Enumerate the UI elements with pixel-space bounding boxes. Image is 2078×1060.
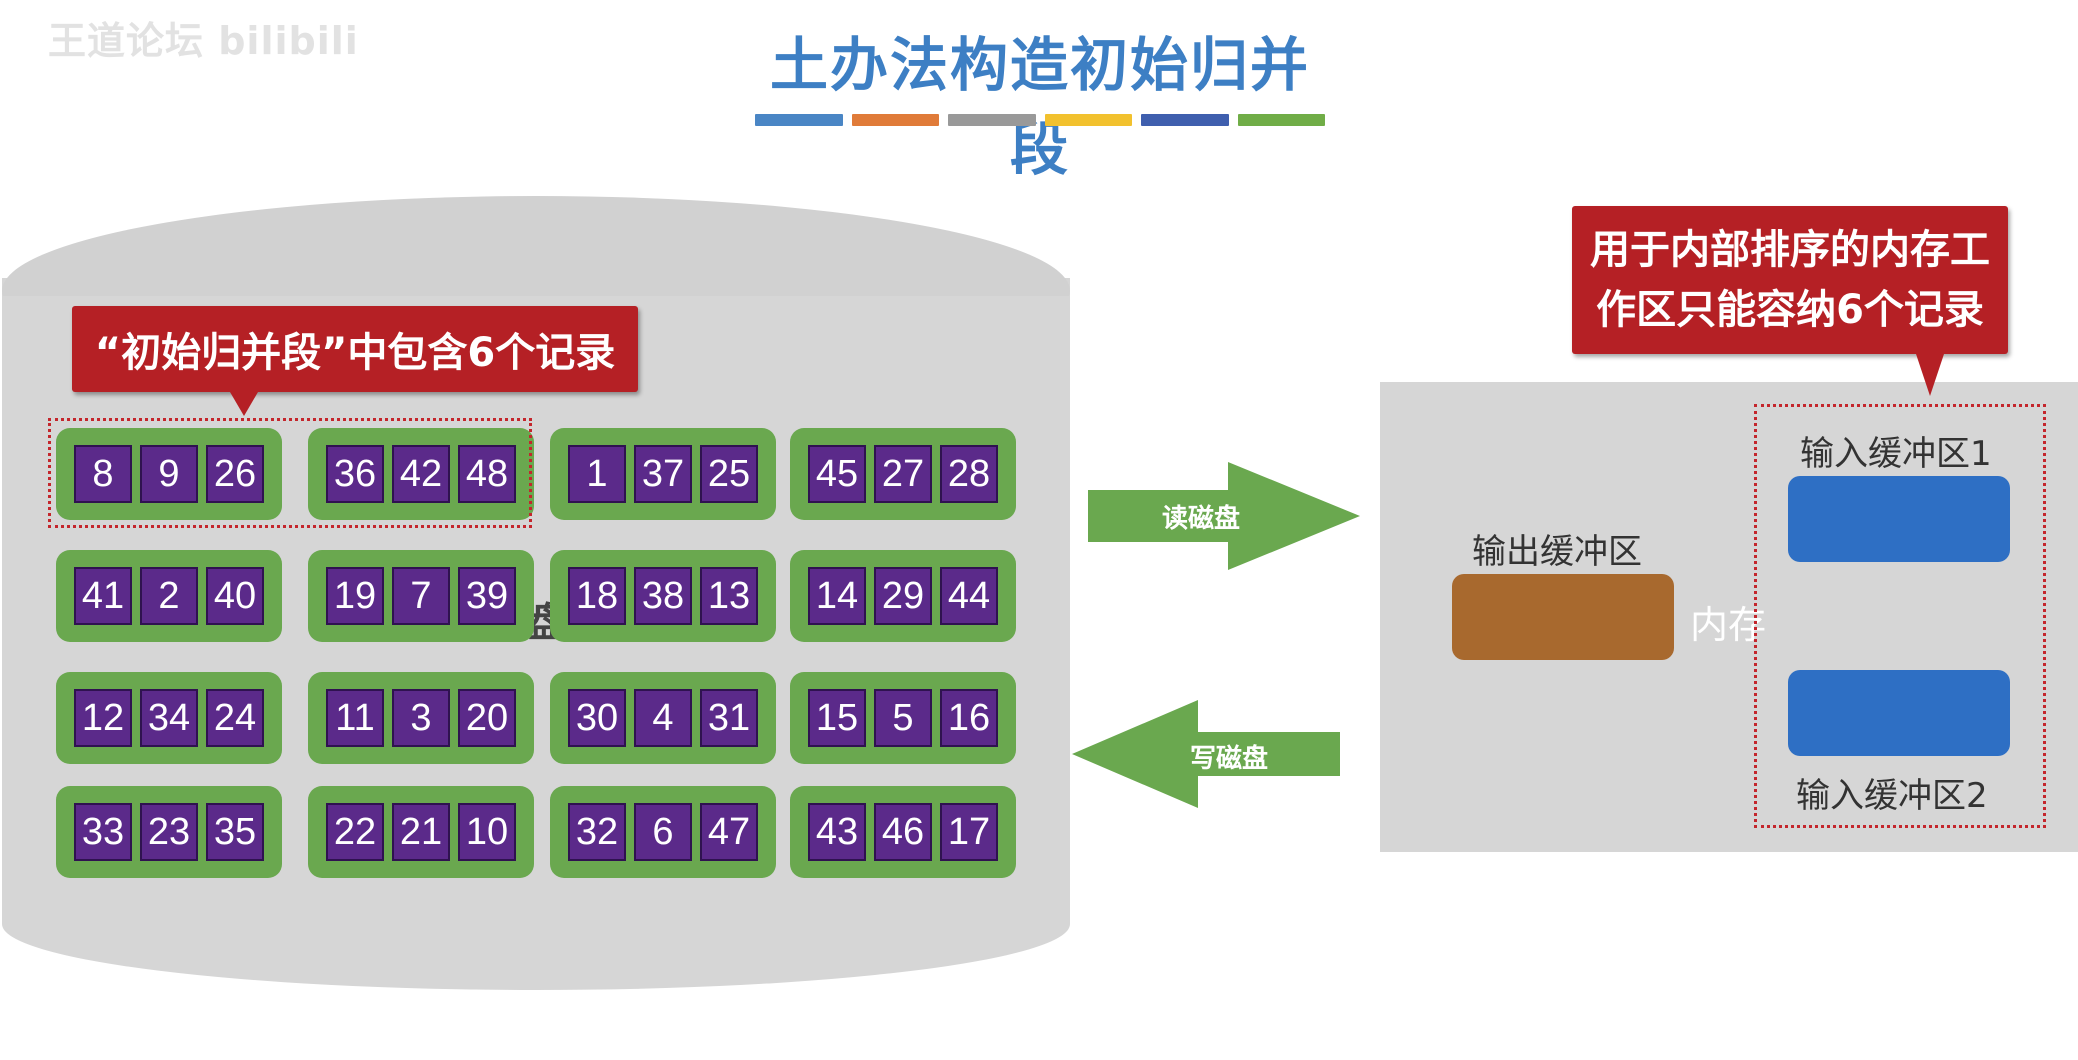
record-cell: 35 (206, 803, 264, 861)
record-cell: 15 (808, 689, 866, 747)
record-cell: 43 (808, 803, 866, 861)
record-cell: 23 (140, 803, 198, 861)
record-cell: 18 (568, 567, 626, 625)
callout-tail (1916, 354, 1944, 396)
read-arrow-shape (1088, 462, 1360, 570)
record-cell: 4 (634, 689, 692, 747)
record-cell: 17 (940, 803, 998, 861)
record-cell: 38 (634, 567, 692, 625)
record-cell: 30 (568, 689, 626, 747)
output-buffer-label: 输出缓冲区 (1472, 532, 1642, 572)
record-cell: 34 (140, 689, 198, 747)
record-cell: 10 (458, 803, 516, 861)
memory-label: 内存 (1690, 603, 1767, 647)
memory-callout: 用于内部排序的内存工 作区只能容纳6个记录 (1572, 206, 2008, 396)
record-cell: 37 (634, 445, 692, 503)
record-cell: 31 (700, 689, 758, 747)
record-cell: 12 (74, 689, 132, 747)
title-underline (755, 114, 1325, 126)
write-arrow-shape (1072, 700, 1340, 808)
segment-callout: “初始归并段”中包含6个记录 (72, 306, 638, 416)
watermark: 王道论坛 bilibili (48, 19, 359, 63)
record-cell: 13 (700, 567, 758, 625)
write-disk-label: 写磁盘 (1190, 744, 1269, 774)
input-buffer-2 (1788, 670, 2010, 756)
read-disk-arrow (1088, 462, 1360, 570)
input-buffer-1-label: 输入缓冲区1 (1800, 434, 1992, 474)
record-cell: 7 (392, 567, 450, 625)
write-disk-arrow (1072, 700, 1340, 808)
record-cell: 2 (140, 567, 198, 625)
record-cell: 21 (392, 803, 450, 861)
record-cell: 14 (808, 567, 866, 625)
record-cell: 29 (874, 567, 932, 625)
input-buffer-1 (1788, 476, 2010, 562)
title-bar-1 (755, 114, 843, 126)
input-buffers-box (1754, 404, 2046, 828)
record-cell: 20 (458, 689, 516, 747)
memory-callout-line1: 用于内部排序的内存工 (1590, 227, 1990, 273)
record-cell: 11 (326, 689, 384, 747)
callout-tail (230, 392, 258, 416)
page-title: 土办法构造初始归并段 (769, 31, 1310, 183)
record-cell: 9 (140, 445, 198, 503)
record-cell: 33 (74, 803, 132, 861)
record-cell: 19 (326, 567, 384, 625)
title-bar-4 (1044, 114, 1132, 126)
record-cell: 1 (568, 445, 626, 503)
record-cell: 45 (808, 445, 866, 503)
record-cell: 27 (874, 445, 932, 503)
record-cell: 44 (940, 567, 998, 625)
title-bar-3 (948, 114, 1036, 126)
input-buffer-2-label: 输入缓冲区2 (1796, 776, 1988, 816)
record-cell: 47 (700, 803, 758, 861)
record-cell: 5 (874, 689, 932, 747)
record-cell: 28 (940, 445, 998, 503)
record-cell: 36 (326, 445, 384, 503)
record-cell: 48 (458, 445, 516, 503)
record-cell: 39 (458, 567, 516, 625)
title-bar-2 (851, 114, 939, 126)
record-cell: 8 (74, 445, 132, 503)
segment-highlight-box (48, 418, 532, 528)
record-cell: 32 (568, 803, 626, 861)
record-cell: 16 (940, 689, 998, 747)
record-cell: 40 (206, 567, 264, 625)
record-cell: 6 (634, 803, 692, 861)
record-cell: 22 (326, 803, 384, 861)
title-bar-6 (1237, 114, 1325, 126)
record-cell: 25 (700, 445, 758, 503)
record-cell: 24 (206, 689, 264, 747)
memory-callout-line2: 作区只能容纳6个记录 (1596, 287, 1984, 333)
record-cell: 46 (874, 803, 932, 861)
title-bar-5 (1141, 114, 1229, 126)
record-cell: 41 (74, 567, 132, 625)
output-buffer (1452, 574, 1674, 660)
record-cell: 26 (206, 445, 264, 503)
record-cell: 3 (392, 689, 450, 747)
record-cell: 42 (392, 445, 450, 503)
read-disk-label: 读磁盘 (1162, 504, 1241, 534)
segment-callout-text: “初始归并段”中包含6个记录 (94, 330, 616, 376)
